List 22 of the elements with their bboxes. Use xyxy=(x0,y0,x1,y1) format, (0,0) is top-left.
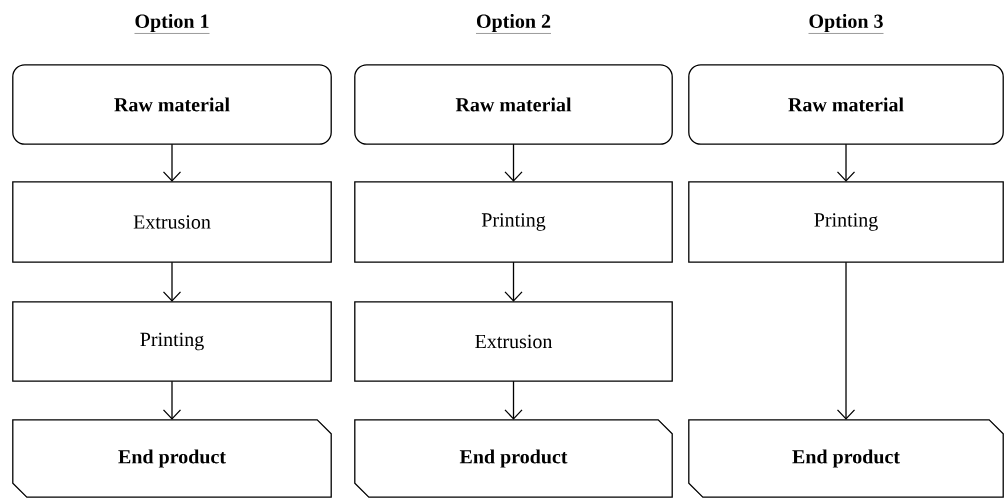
column-heading: Option 1 xyxy=(134,13,210,34)
arrow xyxy=(162,143,182,182)
column-heading: Option 2 xyxy=(475,13,552,34)
end-box: End product xyxy=(688,419,1004,498)
arrow xyxy=(162,261,182,302)
arrow xyxy=(504,143,523,182)
arrow xyxy=(836,261,856,420)
start-box: Raw material xyxy=(354,64,673,145)
process-box: Printing xyxy=(12,301,332,382)
start-box: Raw material xyxy=(688,64,1004,145)
start-box: Raw material xyxy=(12,64,332,145)
process-box: Printing xyxy=(688,181,1004,263)
arrow xyxy=(836,143,856,182)
arrow xyxy=(504,380,523,420)
arrow xyxy=(162,380,182,420)
process-box: Extrusion xyxy=(354,301,673,382)
end-box: End product xyxy=(12,419,332,498)
process-box: Printing xyxy=(354,181,673,263)
column-heading: Option 3 xyxy=(808,13,884,34)
arrow xyxy=(504,261,523,302)
process-box: Extrusion xyxy=(12,181,332,263)
end-box: End product xyxy=(354,419,673,498)
